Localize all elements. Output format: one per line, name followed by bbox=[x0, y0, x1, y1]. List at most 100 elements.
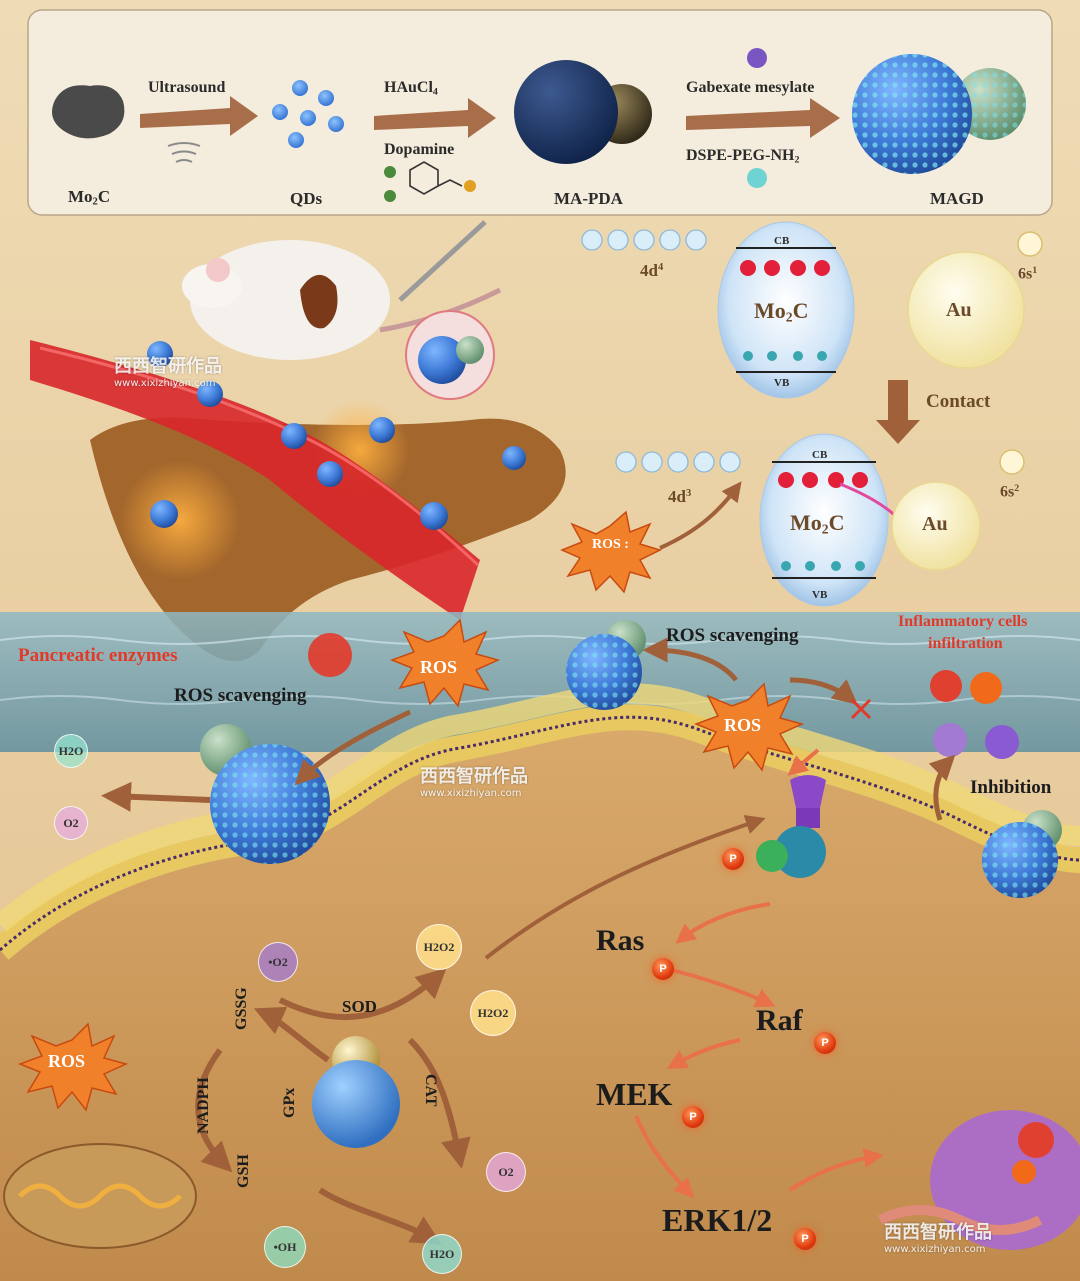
au-ball-bottom bbox=[891, 481, 981, 571]
qd-dots bbox=[272, 80, 344, 148]
phosphate-raf: P bbox=[814, 1032, 836, 1054]
contact-arrow bbox=[876, 380, 920, 444]
bubble-o2-cell: O2 bbox=[486, 1152, 526, 1192]
label-erk: ERK1/2 bbox=[662, 1202, 773, 1238]
bubble-superoxide: •O2 bbox=[258, 942, 298, 982]
mo2c-top-sub: 2 bbox=[785, 309, 793, 325]
receptor bbox=[756, 775, 826, 878]
dopamine-structure bbox=[384, 161, 476, 202]
au-ball-top bbox=[907, 251, 1025, 369]
label-ros-scavenging-top: ROS scavenging bbox=[666, 625, 799, 646]
magd-top bbox=[566, 620, 646, 710]
label-gabexate: Gabexate mesylate bbox=[686, 79, 815, 96]
label-ros-mito: ROS bbox=[48, 1051, 86, 1071]
label-gssg: GSSG bbox=[233, 987, 250, 1030]
phosphate-mek: P bbox=[682, 1106, 704, 1128]
label-mapda: MA-PDA bbox=[554, 189, 623, 208]
mo2c-start-sub: 2 bbox=[92, 196, 98, 208]
label-ros-center: ROS bbox=[420, 657, 458, 677]
label-6s2: 6s2 bbox=[1000, 484, 1019, 500]
dspe-sub: 2 bbox=[794, 154, 800, 166]
watermark-1-url: www.xixizhiyan.com bbox=[114, 378, 216, 389]
watermark-2-url: www.xixizhiyan.com bbox=[420, 788, 522, 799]
magd-right bbox=[982, 810, 1062, 898]
s2-sup: 2 bbox=[1014, 483, 1020, 494]
label-cat: CAT bbox=[422, 1074, 439, 1107]
label-gsh: GSH bbox=[235, 1154, 252, 1188]
haucl4-main: HAuCl bbox=[384, 79, 433, 96]
label-au-top: Au bbox=[946, 299, 972, 321]
cycle-arrows bbox=[195, 967, 471, 1245]
pancreatic-enzyme-blob bbox=[308, 633, 352, 677]
label-ras: Ras bbox=[596, 924, 645, 957]
d3-main: 4d bbox=[668, 487, 686, 506]
syringe bbox=[398, 220, 487, 302]
mo2c-start-end: C bbox=[97, 187, 111, 206]
watermark-2-cn: 西西智研作品 bbox=[420, 766, 528, 787]
label-pancreatic-enzymes: Pancreatic enzymes bbox=[18, 645, 178, 666]
phosphate-ras: P bbox=[652, 958, 674, 980]
ultrasound-waves-icon bbox=[167, 142, 201, 163]
vessel-nanoparticles bbox=[147, 341, 526, 530]
magd-particle bbox=[852, 54, 1026, 174]
phosphate-receptor: P bbox=[722, 848, 744, 870]
label-inflammatory-1: Inflammatory cells bbox=[898, 613, 1028, 630]
label-nadph: NADPH bbox=[195, 1077, 212, 1134]
mo2c-start-main: Mo bbox=[68, 187, 93, 206]
mapda-sphere bbox=[514, 60, 618, 164]
label-au-bottom: Au bbox=[922, 513, 948, 535]
mo2c-top-main: Mo bbox=[754, 298, 786, 323]
dspe-dot bbox=[747, 168, 767, 188]
s2-main: 6s bbox=[1000, 483, 1015, 501]
label-cb-bottom: CB bbox=[812, 449, 828, 461]
d4-main: 4d bbox=[640, 261, 658, 280]
ros-bursts bbox=[17, 510, 805, 1112]
label-4d3: 4d3 bbox=[668, 488, 691, 505]
label-mo2c-bottom: Mo2C bbox=[790, 512, 844, 536]
synthesis-arrows bbox=[140, 96, 840, 138]
haucl4-sub: 4 bbox=[432, 86, 438, 98]
label-gpx: GPx bbox=[281, 1087, 298, 1118]
label-ros-colon: ROS : bbox=[592, 537, 629, 552]
label-ultrasound: Ultrasound bbox=[148, 79, 226, 96]
dspe-main: DSPE-PEG-NH bbox=[686, 147, 795, 164]
label-contact: Contact bbox=[926, 391, 991, 412]
label-ros-right: ROS bbox=[724, 715, 762, 735]
label-magd: MAGD bbox=[930, 189, 984, 208]
label-mek: MEK bbox=[596, 1076, 673, 1112]
gabexate-dot bbox=[747, 48, 767, 68]
label-dspe: DSPE-PEG-NH2 bbox=[686, 148, 799, 165]
d4-orbitals bbox=[581, 229, 707, 251]
label-mo2c-start: Mo2C bbox=[68, 188, 110, 208]
inflamed-cell bbox=[877, 1110, 1080, 1250]
rat-illustration bbox=[182, 240, 502, 360]
mo2c-top-end: C bbox=[792, 298, 809, 323]
d3-sup: 3 bbox=[685, 488, 692, 500]
s1-sup: 1 bbox=[1032, 265, 1038, 276]
bubble-o2-left: O2 bbox=[54, 806, 88, 840]
label-6s1: 6s1 bbox=[1018, 266, 1037, 282]
mo2c-bottom-main: Mo bbox=[790, 510, 822, 535]
label-vb-top: VB bbox=[774, 377, 790, 389]
label-4d4: 4d4 bbox=[640, 262, 663, 279]
bubble-h2o-cell: H2O bbox=[422, 1234, 462, 1274]
s1-main: 6s bbox=[1018, 265, 1033, 283]
phosphate-erk: P bbox=[794, 1228, 816, 1250]
label-cb-top: CB bbox=[774, 235, 790, 247]
label-mo2c-top: Mo2C bbox=[754, 300, 808, 324]
label-sod: SOD bbox=[342, 997, 377, 1016]
label-raf: Raf bbox=[756, 1004, 803, 1037]
label-inhibition: Inhibition bbox=[970, 777, 1052, 798]
mo2c-bottom-end: C bbox=[828, 510, 845, 535]
watermark-3-url: www.xixizhiyan.com bbox=[884, 1244, 986, 1255]
blocked-cross bbox=[850, 698, 872, 720]
watermark-1-cn: 西西智研作品 bbox=[114, 356, 222, 377]
label-vb-bottom: VB bbox=[812, 589, 828, 601]
bubble-h2o-left: H2O bbox=[54, 734, 88, 768]
label-haucl4: HAuCl4 bbox=[384, 80, 438, 97]
